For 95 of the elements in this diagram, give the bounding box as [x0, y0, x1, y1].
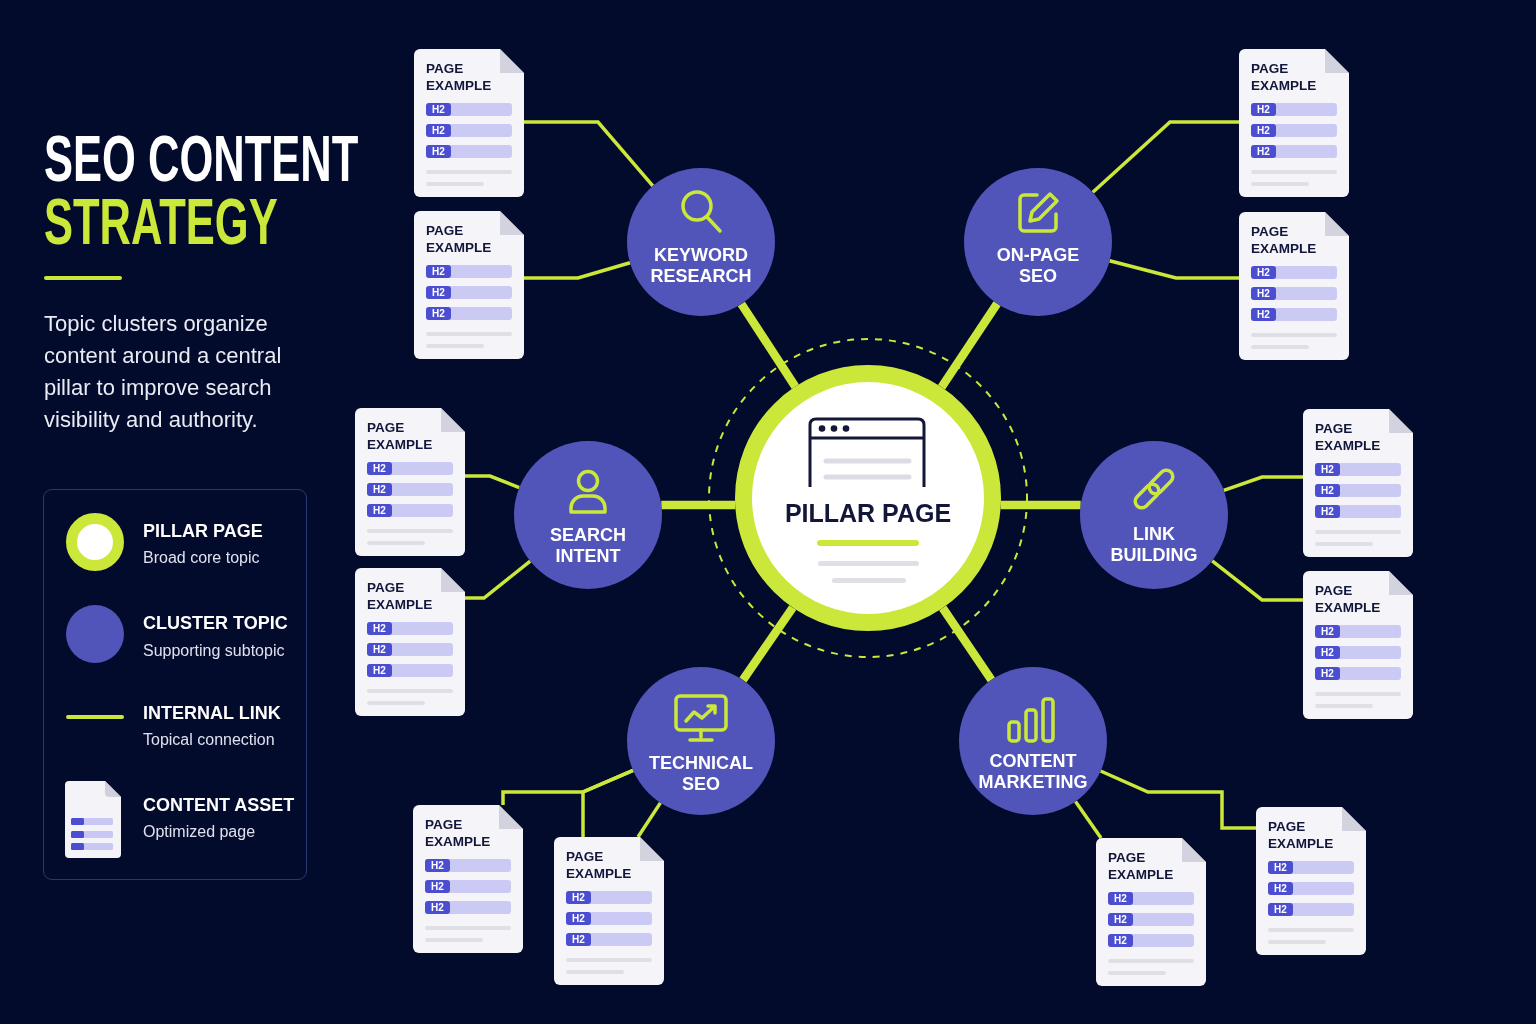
- connector-line: [1074, 800, 1103, 839]
- heading-tag: H2: [1268, 861, 1293, 874]
- connector-line: [1099, 769, 1256, 830]
- thick-connector-line: [1000, 500, 1081, 510]
- heading-tag: H2: [367, 462, 392, 475]
- page-title: PAGE EXAMPLE: [426, 222, 493, 256]
- heading-tag: H2: [1251, 145, 1276, 158]
- heading-tag: H2: [566, 912, 591, 925]
- page-title: PAGE EXAMPLE: [1251, 60, 1318, 94]
- page-title: PAGE EXAMPLE: [1108, 849, 1175, 883]
- connector-line: [1223, 475, 1303, 493]
- heading-tag: H2: [367, 622, 392, 635]
- heading-tag: H2: [426, 265, 451, 278]
- node-label: KEYWORD RESEARCH: [649, 245, 753, 287]
- heading-tag: H2: [1268, 903, 1293, 916]
- page-title: PAGE EXAMPLE: [1251, 223, 1318, 257]
- document-card: [414, 49, 524, 197]
- heading-tag: H2: [1108, 913, 1133, 926]
- legend-heading: PILLAR PAGE: [143, 520, 264, 542]
- legend-description: Supporting subtopic: [143, 641, 286, 661]
- thick-connector-line: [938, 301, 1001, 390]
- page-title: PAGE EXAMPLE: [425, 816, 492, 850]
- heading-tag: H2: [1315, 667, 1340, 680]
- page-title: PAGE EXAMPLE: [367, 419, 434, 453]
- node-label: CONTENT MARKETING: [977, 751, 1089, 793]
- page-title: PAGE EXAMPLE: [426, 60, 493, 94]
- heading-tag: H2: [1315, 463, 1340, 476]
- heading-tag: H2: [1315, 646, 1340, 659]
- document-card: [1256, 807, 1366, 955]
- legend-heading: INTERNAL LINK: [143, 702, 282, 724]
- document-card: [1239, 49, 1349, 197]
- thick-connector-line: [939, 605, 995, 683]
- heading-tag: H2: [1251, 103, 1276, 116]
- heading-tag: H2: [426, 124, 451, 137]
- heading-tag: H2: [1251, 124, 1276, 137]
- document-card: [355, 408, 465, 556]
- heading-tag: H2: [566, 891, 591, 904]
- document-card: [1303, 409, 1413, 557]
- page-title: PAGE EXAMPLE: [566, 848, 633, 882]
- node-title: PILLAR PAGE: [783, 499, 953, 527]
- page-title: PAGE EXAMPLE: [1315, 420, 1382, 454]
- document-card: [413, 805, 523, 953]
- connector-line: [1091, 120, 1239, 194]
- connector-line: [1109, 259, 1239, 280]
- title: SEO CONTENT STRATEGY: [44, 128, 360, 254]
- heading-tag: H2: [1251, 266, 1276, 279]
- heading-tag: H2: [426, 145, 451, 158]
- heading-tag: H2: [1251, 287, 1276, 300]
- document-card: [1096, 838, 1206, 986]
- node-label: ON-PAGE SEO: [995, 245, 1081, 287]
- connector-line: [1211, 559, 1303, 602]
- heading-tag: H2: [1251, 308, 1276, 321]
- heading-tag: H2: [367, 643, 392, 656]
- heading-tag: H2: [1268, 882, 1293, 895]
- heading-tag: H2: [566, 933, 591, 946]
- page-title: PAGE EXAMPLE: [367, 579, 434, 613]
- legend-description: Broad core topic: [143, 548, 261, 568]
- node-label: SEARCH INTENT: [549, 525, 627, 567]
- heading-tag: H2: [426, 307, 451, 320]
- heading-tag: H2: [426, 286, 451, 299]
- legend-heading: CONTENT ASSET: [143, 794, 296, 816]
- connector-line: [636, 801, 662, 838]
- heading-tag: H2: [425, 859, 450, 872]
- connector-line: [524, 261, 631, 280]
- document-card: [355, 568, 465, 716]
- heading-tag: H2: [1315, 484, 1340, 497]
- heading-tag: H2: [1108, 892, 1133, 905]
- heading-tag: H2: [367, 483, 392, 496]
- connector-line: [581, 768, 634, 837]
- connector-line: [465, 474, 520, 490]
- document-card: [1239, 212, 1349, 360]
- document-card: [554, 837, 664, 985]
- thick-connector-line: [661, 500, 736, 510]
- connector-line: [524, 120, 655, 187]
- heading-tag: H2: [1315, 625, 1340, 638]
- legend-description: Topical connection: [143, 730, 276, 750]
- thick-connector-line: [739, 605, 797, 683]
- node-label: LINK BUILDING: [1109, 524, 1199, 566]
- page-title: PAGE EXAMPLE: [1268, 818, 1335, 852]
- connector-line: [465, 559, 532, 600]
- heading-tag: H2: [425, 880, 450, 893]
- heading-tag: H2: [425, 901, 450, 914]
- document-card: [1303, 571, 1413, 719]
- node-label: TECHNICAL SEO: [648, 753, 754, 795]
- page-title: PAGE EXAMPLE: [1315, 582, 1382, 616]
- legend-heading: CLUSTER TOPIC: [143, 612, 289, 634]
- heading-tag: H2: [367, 504, 392, 517]
- thick-connector-line: [737, 301, 799, 389]
- heading-tag: H2: [426, 103, 451, 116]
- heading-tag: H2: [1315, 505, 1340, 518]
- heading-tag: H2: [367, 664, 392, 677]
- legend-description: Optimized page: [143, 822, 257, 842]
- heading-tag: H2: [1108, 934, 1133, 947]
- description-text: Topic clusters organize content around a central pillar to improve search visibility and authority.: [44, 310, 283, 434]
- document-card: [414, 211, 524, 359]
